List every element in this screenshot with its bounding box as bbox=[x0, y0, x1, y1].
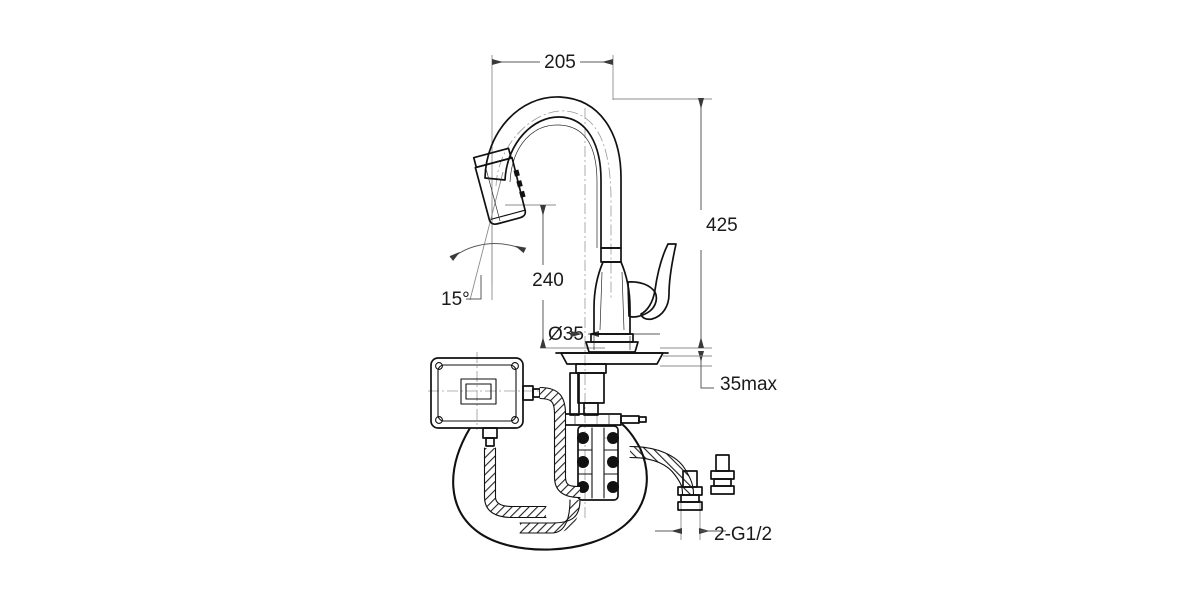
dimension-tilt-angle: 15° bbox=[441, 171, 527, 310]
dimension-label-tilt-angle: 15° bbox=[441, 289, 470, 310]
dimension-label-spout-height: 240 bbox=[532, 270, 564, 291]
dimension-label-height: 425 bbox=[706, 215, 738, 236]
supply-connector-left bbox=[677, 470, 703, 511]
dimension-spout-height: 240 bbox=[532, 205, 564, 348]
dimension-overall-height: 425 bbox=[698, 98, 738, 348]
dimension-spout-reach: 205 bbox=[492, 52, 613, 73]
dimension-supply-thread: 2-G1/2 bbox=[655, 500, 772, 545]
faucet-body bbox=[585, 243, 677, 353]
gooseneck-spout bbox=[484, 96, 622, 249]
deck-mount-flange bbox=[555, 352, 712, 365]
control-cable bbox=[452, 423, 648, 551]
dimension-label-deck-thickness: 35max bbox=[720, 374, 778, 395]
supply-connector-right bbox=[710, 454, 735, 495]
dimension-label-supply-thread: 2-G1/2 bbox=[714, 524, 772, 545]
dimension-deck-thickness: 35max bbox=[698, 351, 778, 395]
mounting-shank bbox=[569, 363, 607, 416]
spray-head bbox=[472, 147, 527, 225]
hose-counterweight bbox=[577, 425, 619, 501]
dimension-label-reach: 205 bbox=[544, 52, 576, 73]
braided-supply-hoses bbox=[483, 386, 695, 534]
control-box bbox=[430, 357, 541, 447]
dimension-label-deck-hole: Ø35 bbox=[548, 324, 584, 345]
